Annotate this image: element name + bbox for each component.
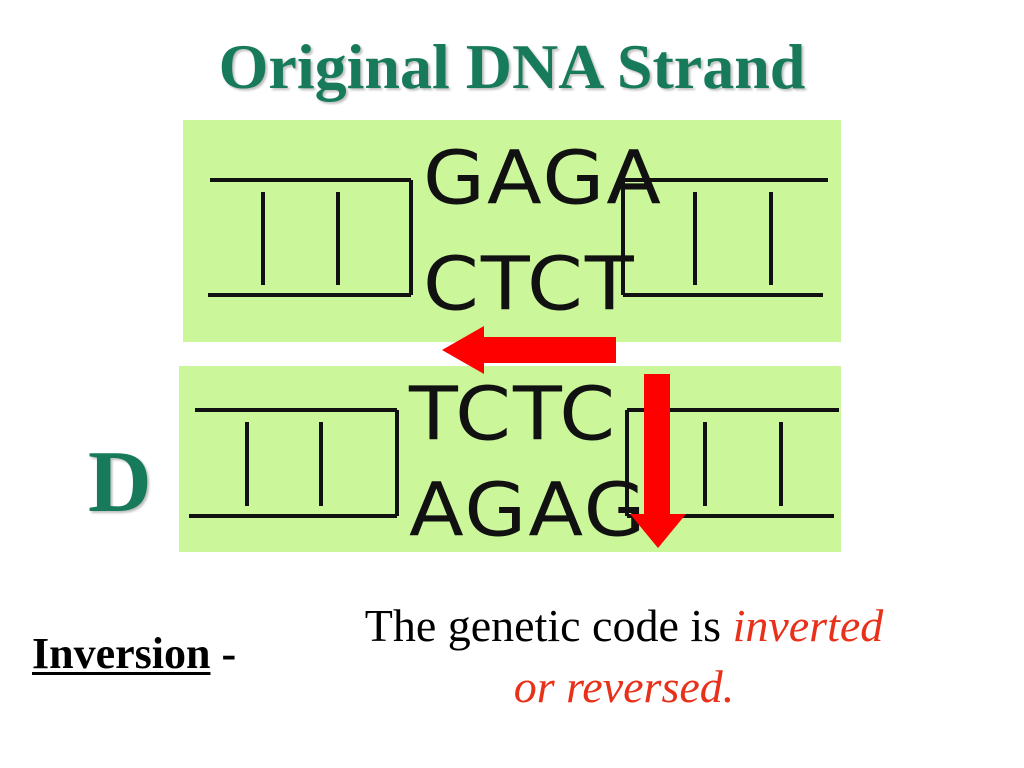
original-strand-ladder — [208, 178, 828, 297]
term-separator: - — [221, 629, 237, 678]
inverted-top-bases: TCTC — [409, 371, 618, 458]
arrow-left-icon — [442, 326, 616, 374]
mutation-label: D — [88, 434, 152, 531]
original-strand-panel: GAGA CTCT — [183, 120, 841, 342]
term-inversion: Inversion - — [32, 628, 236, 679]
original-top-bases: GAGA — [423, 135, 664, 222]
inverted-strand-panel: TCTC AGAG — [179, 366, 841, 552]
definition-prefix: The genetic code is — [364, 600, 733, 651]
arrow-down-icon — [630, 374, 686, 548]
original-bottom-bases: CTCT — [423, 241, 636, 328]
definition-highlight-inverted: inverted — [732, 600, 884, 651]
definition-text: The genetic code is inverted or reversed. — [296, 596, 952, 717]
inverted-bottom-bases: AGAG — [409, 467, 648, 554]
slide-title: Original DNA Strand — [218, 31, 806, 102]
definition-highlight-reversed: or reversed. — [513, 660, 735, 712]
term-text: Inversion — [32, 629, 211, 678]
